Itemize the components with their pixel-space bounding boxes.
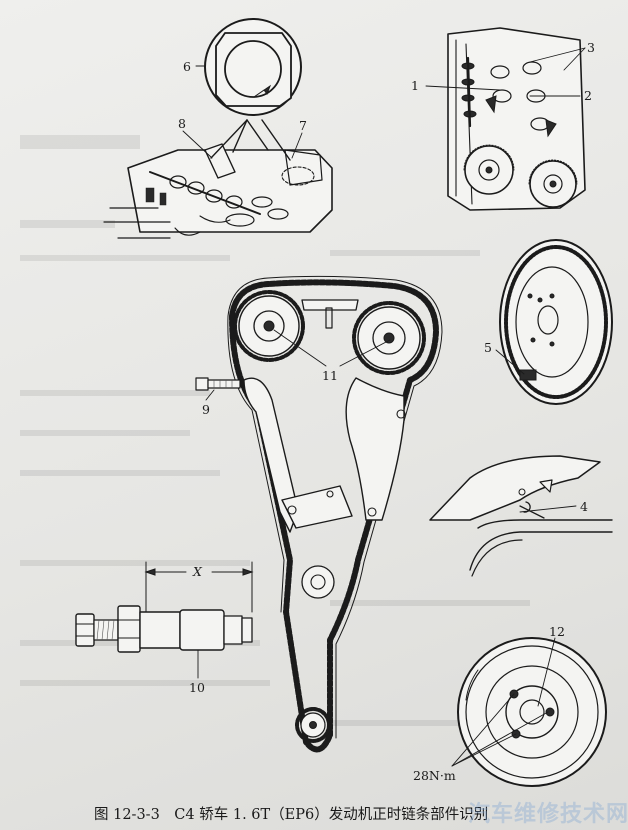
detail-10-chain-tensioner	[75, 561, 254, 679]
tensioner-bolt-9	[195, 377, 241, 401]
callout-labels: 1 2 3 4 5 6 7 8 9 10 11 12 X 28N·m	[178, 40, 595, 783]
watermark: 汽车维修技术网	[468, 802, 628, 827]
figure-caption: 图 12-3-3 C4 轿车 1. 6T（EP6）发动机正时链条部件识别	[94, 807, 489, 823]
detail-1-2-3-camshaft-head	[425, 27, 586, 211]
timing-chain-assembly	[195, 275, 443, 753]
callout-6: 6	[183, 59, 191, 74]
callout-4: 4	[580, 499, 588, 514]
callout-2: 2	[584, 88, 592, 103]
detail-12-crank-pulley	[451, 637, 607, 787]
detail-7-8-cylinder-head	[103, 119, 333, 239]
detail-6-alignment-disc	[195, 18, 302, 116]
callout-7: 7	[299, 118, 307, 133]
callout-3: 3	[587, 40, 595, 55]
dimension-x-label: X	[192, 564, 203, 579]
callout-1: 1	[411, 78, 419, 93]
intake-cam-lobes	[461, 56, 477, 128]
callout-12: 12	[549, 624, 565, 639]
callout-11: 11	[322, 368, 338, 383]
detail-5-flywheel	[495, 239, 613, 405]
callout-10: 10	[189, 680, 205, 695]
callout-9: 9	[202, 402, 210, 417]
camshaft-lobes	[145, 171, 261, 215]
callout-8: 8	[178, 116, 186, 131]
torque-label: 28N·m	[413, 768, 456, 783]
detail-4-crank-locking-pin	[429, 455, 613, 577]
callout-5: 5	[484, 340, 492, 355]
